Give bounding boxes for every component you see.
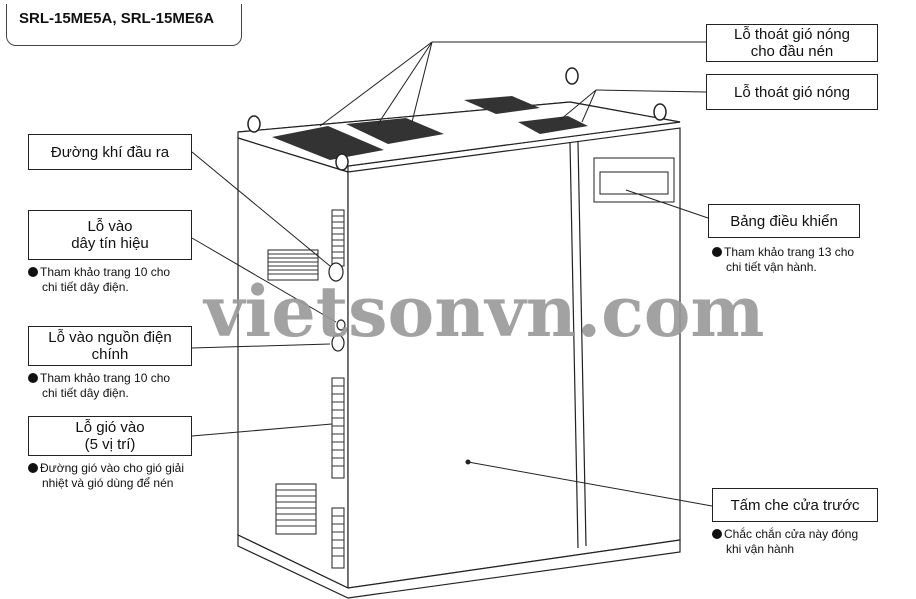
- note-power: Tham khảo trang 10 cho chi tiết dây điện…: [28, 371, 170, 401]
- note-line: Tham khảo trang 10 cho: [40, 265, 171, 279]
- power-port: [331, 334, 345, 352]
- label-front-cover: Tấm che cửa trước: [712, 488, 878, 522]
- note-line: Đường gió vào cho gió giải: [40, 461, 184, 475]
- note-signal: Tham khảo trang 10 cho chi tiết dây điện…: [28, 265, 170, 295]
- label-signal-inlet: Lỗ vào dây tín hiệu: [28, 210, 192, 260]
- label-line: Đường khí đầu ra: [50, 143, 170, 161]
- label-air-outlet: Đường khí đầu ra: [28, 134, 192, 170]
- label-line: Bảng điều khiển: [730, 212, 838, 230]
- watermark: vietsonvn.com: [204, 270, 765, 353]
- note-line: khi vận hành: [726, 542, 795, 556]
- label-line: dây tín hiệu: [71, 235, 149, 252]
- note-line: nhiệt và gió dùng để nén: [42, 476, 174, 490]
- note-line: Tham khảo trang 13 cho: [724, 245, 855, 259]
- note-line: chi tiết dây điện.: [42, 280, 129, 294]
- label-line: (5 vị trí): [84, 436, 136, 453]
- signal-port: [336, 319, 346, 331]
- label-hot-air: Lỗ thoát gió nóng: [706, 74, 878, 110]
- note-line: Chắc chắn cửa này đóng: [724, 527, 859, 541]
- label-line: Tấm che cửa trước: [730, 496, 860, 514]
- model-title: SRL-15ME5A, SRL-15ME6A: [6, 4, 242, 46]
- note-line: chi tiết dây điện.: [42, 386, 129, 400]
- label-line: Lỗ thoát gió nóng: [734, 26, 850, 43]
- control-panel: [593, 157, 675, 203]
- label-line: Lỗ vào: [87, 218, 133, 235]
- leader-lines: [191, 41, 713, 507]
- label-line: cho đầu nén: [750, 43, 834, 60]
- note-air-inlet: Đường gió vào cho gió giải nhiệt và gió …: [28, 461, 184, 491]
- label-hot-air-compressor: Lỗ thoát gió nóng cho đầu nén: [706, 24, 878, 62]
- note-control-panel: Tham khảo trang 13 cho chi tiết vận hành…: [712, 245, 854, 275]
- note-line: chi tiết vận hành.: [726, 260, 817, 274]
- label-air-inlet: Lỗ gió vào (5 vị trí): [28, 416, 192, 456]
- label-line: Lỗ thoát gió nóng: [734, 83, 850, 101]
- label-line: Lỗ vào nguồn điện: [48, 329, 172, 346]
- label-line: Lỗ gió vào: [75, 419, 145, 436]
- note-line: Tham khảo trang 10 cho: [40, 371, 171, 385]
- side-vents: [267, 209, 345, 569]
- label-control-panel: Bảng điều khiển: [708, 204, 860, 238]
- label-power-inlet: Lỗ vào nguồn điện chính: [28, 326, 192, 366]
- top-vents: [272, 96, 588, 160]
- air-outlet-port: [328, 262, 344, 282]
- label-line: chính: [91, 346, 129, 363]
- note-front-cover: Chắc chắn cửa này đóng khi vận hành: [712, 527, 858, 557]
